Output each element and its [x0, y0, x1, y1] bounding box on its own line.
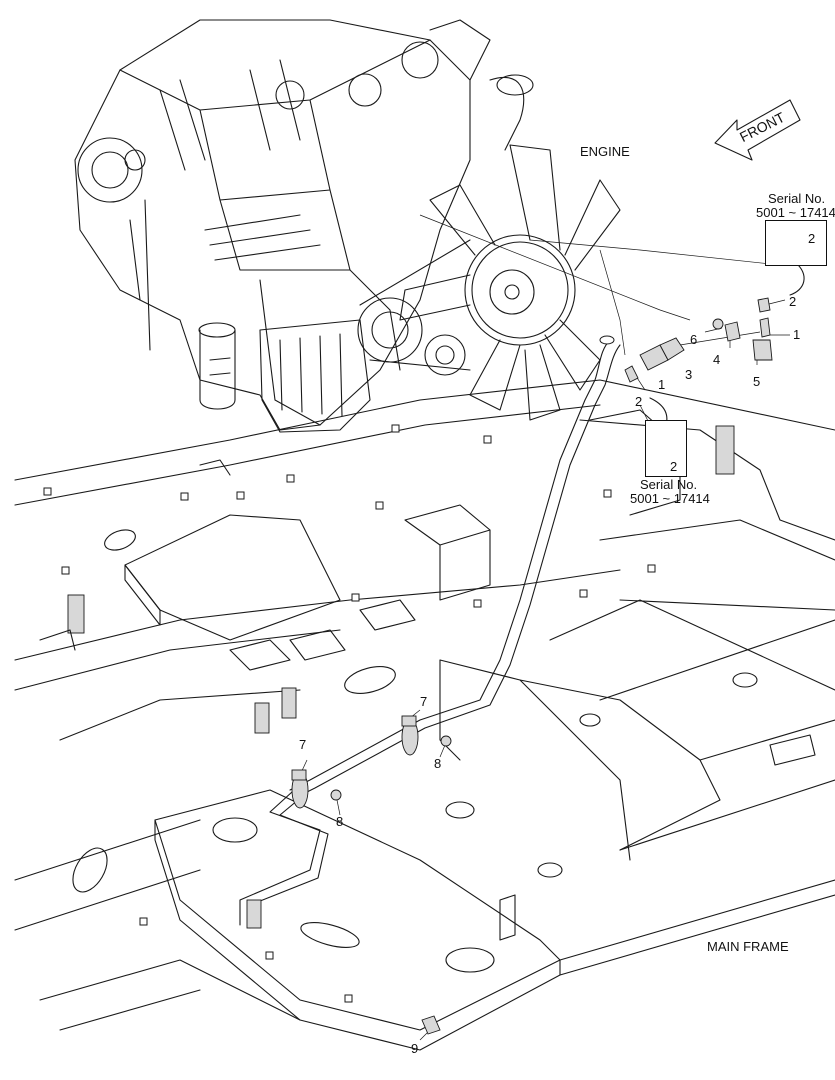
main-frame-drawing — [14, 379, 835, 1051]
fan-drawing — [399, 144, 621, 421]
callout-2-left: 2 — [635, 394, 643, 409]
callout-3: 3 — [685, 367, 693, 382]
callout-2-right: 2 — [789, 294, 797, 309]
callout-1-right: 1 — [793, 327, 801, 342]
callout-1-left: 1 — [658, 377, 666, 392]
serial-box-top — [765, 220, 827, 266]
front-arrow — [714, 99, 801, 161]
serial-middle-line2: 5001 ~ 17414 — [630, 491, 710, 506]
main-frame-label: MAIN FRAME — [707, 939, 789, 954]
engine-label: ENGINE — [580, 144, 630, 159]
serial-box-middle — [645, 420, 687, 477]
callout-5: 5 — [753, 374, 761, 389]
callout-7-right: 7 — [420, 694, 428, 709]
callout-4: 4 — [713, 352, 721, 367]
callout-9: 9 — [411, 1041, 419, 1056]
callout-8-right: 8 — [434, 756, 442, 771]
callout-2-box-top: 2 — [808, 231, 816, 246]
hose-pipe — [239, 335, 621, 929]
serial-middle-line1: Serial No. — [640, 477, 698, 492]
callout-8-left: 8 — [336, 814, 344, 829]
callout-2-box-middle: 2 — [670, 459, 678, 474]
serial-top-line1: Serial No. — [768, 191, 826, 206]
callout-6: 6 — [690, 332, 698, 347]
callout-7-left: 7 — [299, 737, 307, 752]
serial-top-line2: 5001 ~ 17414 — [756, 205, 835, 220]
clamps-and-fittings — [291, 231, 793, 1035]
engine-drawing — [74, 19, 534, 433]
